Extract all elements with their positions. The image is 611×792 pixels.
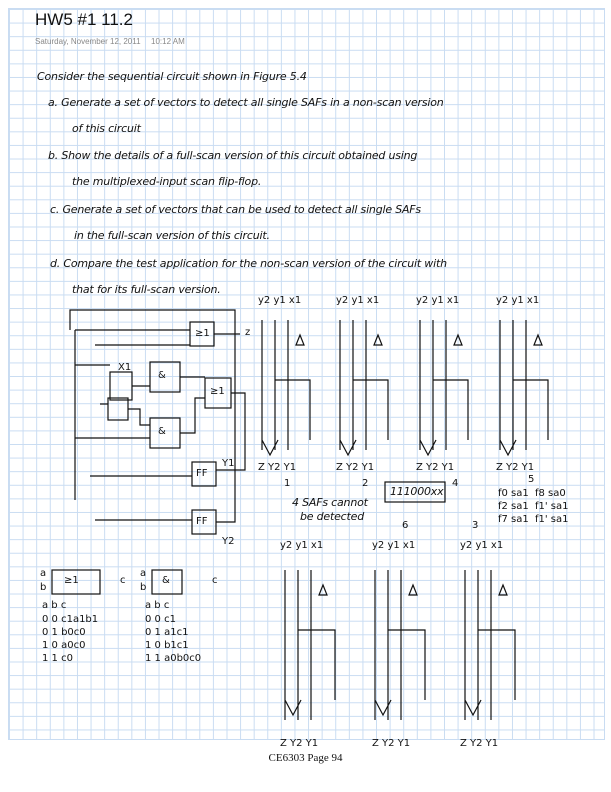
grid-paper xyxy=(8,8,605,740)
panel-number: 2 xyxy=(362,478,369,489)
y2-label: Y2 xyxy=(222,536,235,547)
problem-intro: Consider the sequential circuit shown in… xyxy=(37,70,307,83)
page-footer: CE6303 Page 94 xyxy=(268,752,343,764)
page-title: HW5 #1 11.2 xyxy=(35,10,133,29)
panel-5-header: y2 y1 x1 xyxy=(496,295,540,306)
fault-item: f1' sa1 xyxy=(535,514,569,525)
input-x1: X1 xyxy=(118,362,132,373)
panel-number: 1 xyxy=(284,478,291,489)
panel-2-footer: Z Y2 Y1 xyxy=(336,462,375,473)
panel-6-footer: Z Y2 Y1 xyxy=(372,738,411,749)
note-cannot: 4 SAFs cannot xyxy=(292,496,368,509)
panel-2-header: y2 y1 x1 xyxy=(336,295,380,306)
and-gate-label: & xyxy=(158,370,166,381)
panel-4-header: y2 y1 x1 xyxy=(416,295,460,306)
panel-6a-header: y2 y1 x1 xyxy=(280,540,324,551)
problem-c-line2: in the full-scan version of this circuit… xyxy=(74,229,270,242)
problem-b-line1: b. Show the details of a full-scan versi… xyxy=(48,149,418,162)
and-table-row: 1 1 a0b0c0 xyxy=(145,653,202,664)
and-table-row: 0 0 c1 xyxy=(145,614,176,625)
fault-item: f7 sa1 xyxy=(498,514,529,525)
panel-3-footer: Z Y2 Y1 xyxy=(460,738,499,749)
scan-panels-top xyxy=(261,320,549,457)
panel-number: 3 xyxy=(472,520,479,531)
scan-panels-bottom xyxy=(284,570,516,720)
panel-number: 4 xyxy=(452,478,459,489)
panel-4-footer: Z Y2 Y1 xyxy=(416,462,455,473)
and-table-row: 1 0 b1c1 xyxy=(145,640,189,651)
note-cannot-2: be detected xyxy=(300,510,364,523)
or-input-b: b xyxy=(40,582,47,593)
or-gate-label-2: ≥1 xyxy=(210,386,225,397)
or-table-header: a b c xyxy=(42,600,67,611)
panel-5-footer: Z Y2 Y1 xyxy=(496,462,535,473)
page-date: Saturday, November 12, 2011 xyxy=(35,37,141,46)
problem-d-line1: d. Compare the test application for the … xyxy=(50,257,447,270)
fault-item: f2 sa1 xyxy=(498,501,529,512)
and-output-c: c xyxy=(212,575,218,586)
or-input-a: a xyxy=(40,568,47,579)
panel-1-footer: Z Y2 Y1 xyxy=(258,462,297,473)
fault-item: f8 sa0 xyxy=(535,488,566,499)
panel-6-header: y2 y1 x1 xyxy=(372,540,416,551)
panel-3-header: y2 y1 x1 xyxy=(460,540,504,551)
panel-number: 6 xyxy=(402,520,409,531)
vector-box xyxy=(384,481,446,503)
problem-c-line1: c. Generate a set of vectors that can be… xyxy=(50,203,421,216)
or-output-c: c xyxy=(120,575,126,586)
problem-a-line1: a. Generate a set of vectors to detect a… xyxy=(48,96,444,109)
panel-number: 5 xyxy=(528,474,535,485)
y1-label: Y1 xyxy=(222,458,235,469)
problem-a-line2: of this circuit xyxy=(72,122,141,135)
problem-b-line2: the multiplexed-input scan flip-flop. xyxy=(72,175,262,188)
ff1-label: FF xyxy=(196,468,208,479)
or-table-row: 0 1 b0c0 xyxy=(42,627,86,638)
and-symbol: & xyxy=(162,575,170,586)
or-table-row: 0 0 c1a1b1 xyxy=(42,614,99,625)
fault-item: f1' sa1 xyxy=(535,501,569,512)
and-gate-label-2: & xyxy=(158,426,166,437)
note-vector: 111000xx xyxy=(390,485,444,498)
or-gate-label: ≥1 xyxy=(195,328,210,339)
or-symbol: ≥1 xyxy=(64,575,79,586)
and-table-row: 0 1 a1c1 xyxy=(145,627,189,638)
and-table-header: a b c xyxy=(145,600,170,611)
panel-1-header: y2 y1 x1 xyxy=(258,295,302,306)
fault-item: f0 sa1 xyxy=(498,488,529,499)
and-input-a: a xyxy=(140,568,147,579)
panel-6a-footer: Z Y2 Y1 xyxy=(280,738,319,749)
ff2-label: FF xyxy=(196,516,208,527)
or-table-row: 1 0 a0c0 xyxy=(42,640,86,651)
output-z: z xyxy=(245,327,251,338)
and-input-b: b xyxy=(140,582,147,593)
page-time: 10:12 AM xyxy=(151,37,185,46)
problem-d-line2: that for its full-scan version. xyxy=(72,283,221,296)
sequential-circuit xyxy=(69,309,246,535)
or-table-row: 1 1 c0 xyxy=(42,653,73,664)
